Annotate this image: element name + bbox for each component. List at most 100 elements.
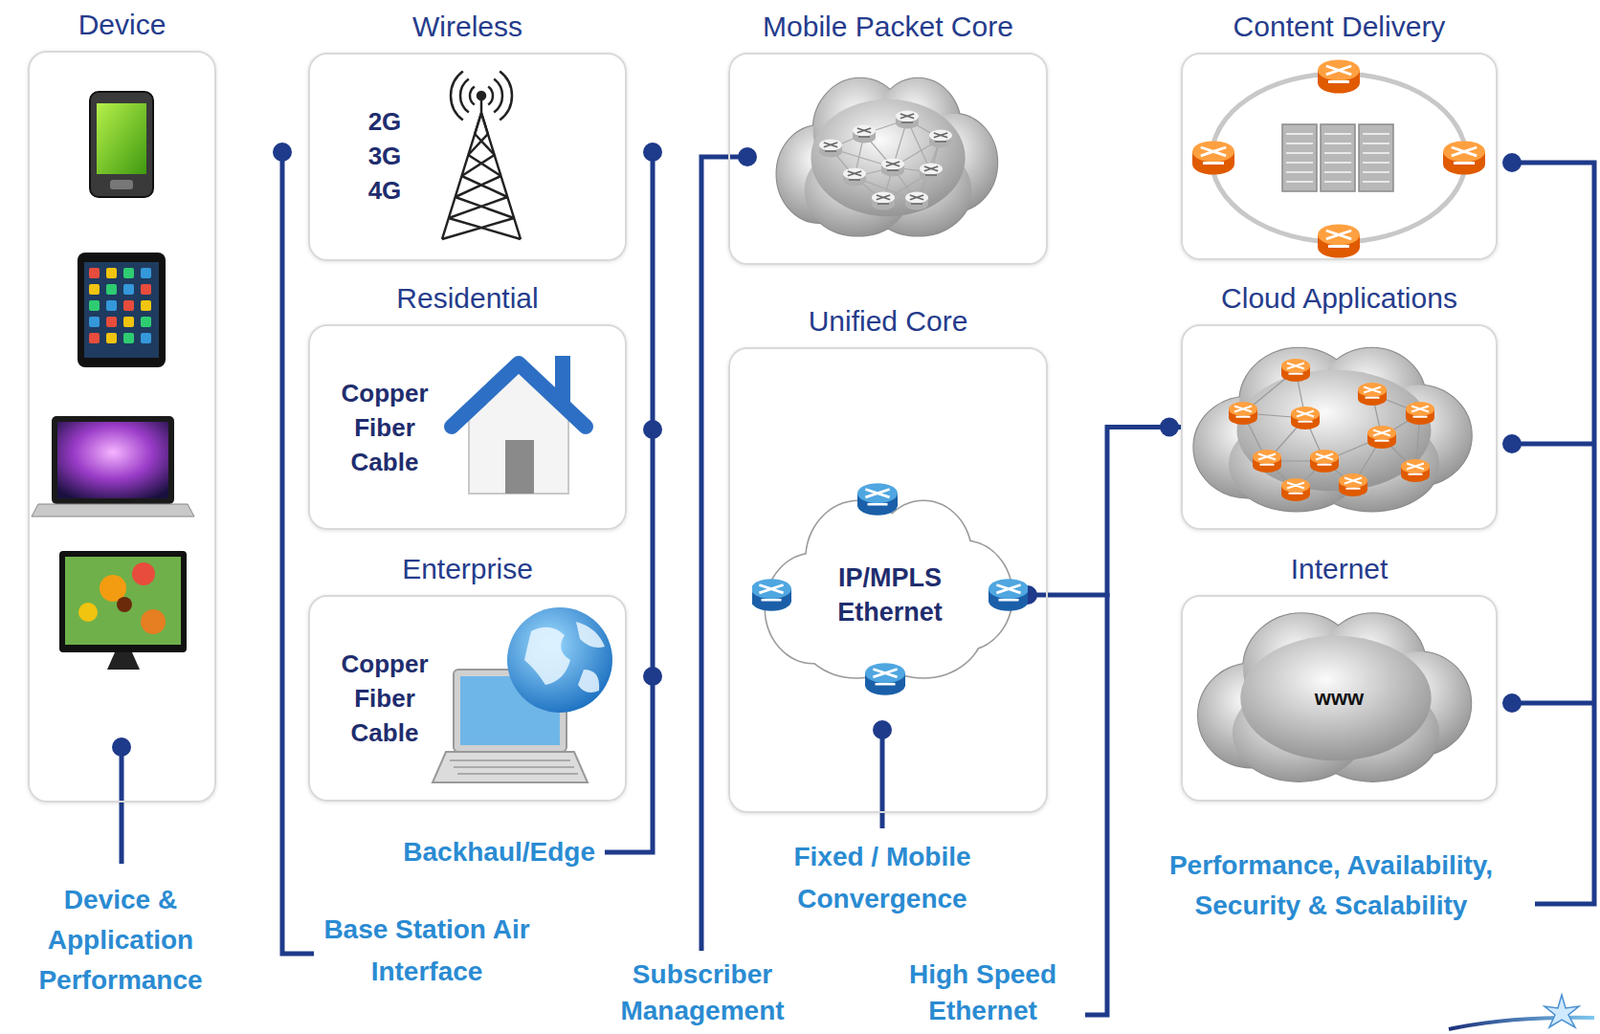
server-slot	[1362, 133, 1390, 135]
router-icon	[1290, 406, 1320, 430]
app-tile	[88, 300, 100, 312]
router-icon	[881, 157, 905, 177]
callout-label: Device & Application Performance	[3, 880, 238, 1001]
router-icon	[929, 129, 953, 148]
tower-brace	[448, 197, 514, 219]
router-icon	[1367, 425, 1397, 449]
connector-dot	[1159, 418, 1179, 438]
cloud-puff	[1236, 370, 1431, 492]
router-icon	[895, 110, 919, 129]
panel-heading: Wireless	[290, 10, 645, 44]
shape	[886, 161, 900, 171]
shape	[758, 585, 783, 601]
shape	[1338, 473, 1368, 489]
server-slot	[1362, 142, 1390, 145]
app-tile	[140, 333, 152, 344]
app-tile	[123, 284, 134, 295]
router-icon	[1228, 401, 1258, 425]
server-slot	[1362, 180, 1390, 183]
router-icon	[1338, 473, 1368, 497]
cloud-puff	[1236, 370, 1431, 492]
app-tile	[140, 300, 152, 312]
radio-wave	[450, 70, 512, 120]
shape	[1281, 478, 1311, 493]
app-tile	[123, 333, 134, 344]
shape	[1287, 483, 1305, 494]
leader-line	[119, 747, 125, 865]
cloud-puff	[803, 525, 977, 657]
router-icon	[1443, 140, 1486, 175]
app-tile	[106, 267, 117, 279]
app-tile	[88, 316, 100, 328]
app-tile	[106, 333, 117, 344]
cdn-ring	[1192, 59, 1486, 258]
router-icon	[752, 578, 792, 612]
router-icon	[919, 162, 943, 181]
shape	[996, 585, 1021, 601]
app-tile	[106, 284, 117, 295]
router-icon	[988, 578, 1028, 612]
router-icon	[1310, 449, 1339, 473]
shape	[1228, 401, 1258, 417]
shape	[929, 129, 953, 141]
shape	[1290, 406, 1320, 422]
logo-mark	[1448, 995, 1595, 1030]
keyboard-row	[457, 773, 578, 776]
shape	[1451, 147, 1477, 164]
router-icon	[1252, 449, 1282, 473]
shape	[843, 167, 867, 179]
cloud-shape	[1193, 348, 1471, 512]
leader-line	[701, 156, 748, 952]
cloud-shape	[777, 78, 999, 237]
app-tile	[140, 316, 152, 328]
app-tile	[123, 267, 134, 279]
connector	[1027, 427, 1181, 597]
shape	[451, 363, 586, 427]
keyboard-row	[453, 766, 575, 769]
cloud-label: IP/MPLS Ethernet	[837, 560, 943, 630]
leader-dot	[1502, 693, 1522, 713]
leader-dot	[643, 666, 663, 687]
cell-tower	[442, 70, 521, 240]
server-slot	[1324, 142, 1352, 145]
leader-dot	[643, 420, 663, 440]
callout-label: High Speed Ethernet	[877, 956, 1089, 1030]
router-icon	[1405, 401, 1435, 425]
shape	[57, 422, 169, 499]
shape	[77, 252, 166, 368]
shape	[1287, 363, 1305, 375]
app-tile	[123, 300, 134, 312]
router-icon	[865, 663, 906, 696]
leader-dot	[111, 737, 132, 757]
tower-brace	[474, 112, 489, 134]
server-unit	[1358, 124, 1394, 192]
app-tile	[140, 284, 152, 295]
router-icon	[1192, 140, 1235, 175]
tv-icon	[59, 551, 187, 670]
panel-box: Content Delivery	[1180, 52, 1498, 261]
app-tile	[140, 267, 152, 279]
shape	[847, 171, 862, 180]
callout-label: Fixed / Mobile Convergence	[748, 836, 1017, 921]
shape	[865, 489, 889, 506]
server-slot	[1324, 180, 1352, 183]
shape	[1326, 66, 1352, 83]
logo-star	[1544, 995, 1579, 1028]
leader-line	[1085, 593, 1108, 1016]
shape	[1411, 406, 1429, 418]
shape	[924, 166, 938, 176]
shape	[823, 142, 838, 152]
router-icon	[843, 167, 867, 186]
shape	[895, 110, 919, 122]
server-slot	[1324, 171, 1352, 174]
server-slot	[1362, 152, 1390, 155]
server-slot	[1286, 133, 1313, 135]
panel-box: ResidentialCopper Fiber Cable	[308, 324, 627, 531]
media-list: Copper Fiber Cable	[341, 646, 429, 751]
callout-label: Base Station Air Interface	[321, 909, 533, 994]
shape	[1252, 449, 1282, 465]
laptop-icon	[31, 416, 195, 517]
router-icon	[1317, 59, 1360, 93]
shape	[505, 440, 534, 494]
